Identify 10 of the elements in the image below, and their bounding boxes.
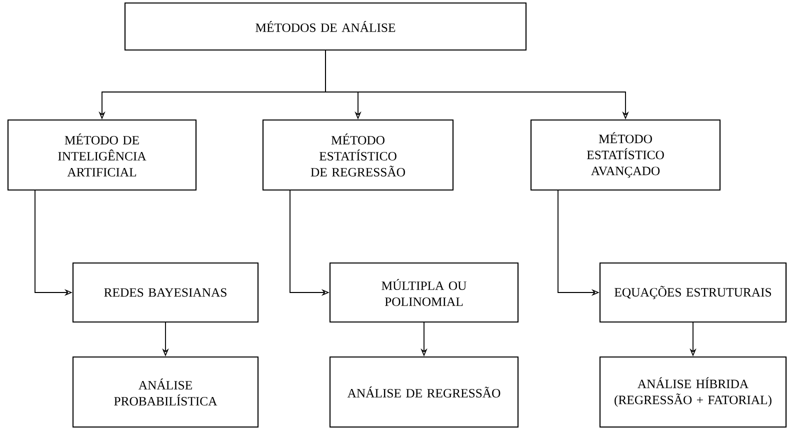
process-box: EQUAÇÕES ESTRUTURAIS (599, 262, 787, 323)
process-box: MÉTODO ESTATÍSTICO DE REGRESSÃO (262, 119, 454, 191)
process-box: MÉTODOS DE ANÁLISE (124, 2, 527, 51)
process-box: ANÁLISE DE REGRESSÃO (329, 356, 519, 428)
process-box: MÚLTIPLA OU POLINOMIAL (329, 262, 519, 323)
process-box: REDES BAYESIANAS (72, 262, 259, 323)
process-box: MÉTODO ESTATÍSTICO AVANÇADO (530, 119, 721, 191)
process-box: MÉTODO DE INTELIGÊNCIA ARTIFICIAL (7, 119, 197, 191)
process-box: ANÁLISE PROBABILÍSTICA (72, 356, 259, 428)
process-box: ANÁLISE HÍBRIDA (REGRESSÃO + FATORIAL) (599, 356, 787, 428)
